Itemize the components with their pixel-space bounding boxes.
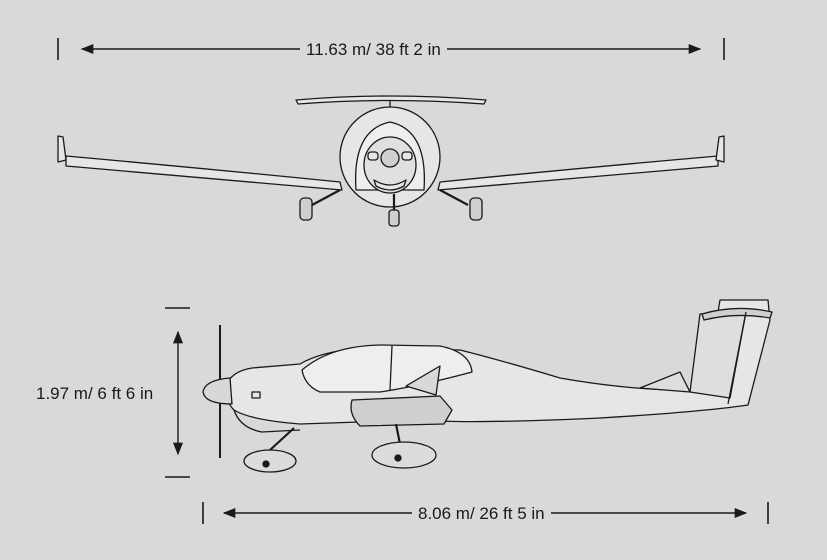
- front-lower-intake: [373, 179, 407, 191]
- front-nose-wheel: [388, 209, 400, 227]
- front-right-gear-leg: [439, 189, 469, 206]
- side-main-gear-leg: [394, 423, 402, 445]
- front-right-winglet: [715, 135, 725, 163]
- side-nose-wheel-fairing: [243, 449, 297, 473]
- front-right-wing: [437, 155, 719, 191]
- side-cowling-vent: [251, 391, 261, 399]
- side-nose-wheel-hub: [262, 460, 270, 468]
- side-rudder-line: [727, 311, 747, 405]
- side-horizontal-tail: [701, 307, 773, 321]
- front-air-intake-right: [401, 151, 413, 161]
- side-cowling-lower: [233, 409, 301, 433]
- front-view: [57, 95, 725, 227]
- front-air-intake-left: [367, 151, 379, 161]
- side-wing: [350, 395, 453, 427]
- side-wing-strake: [405, 365, 441, 396]
- height-label: 1.97 m/ 6 ft 6 in: [34, 384, 156, 404]
- side-canopy-frame: [389, 345, 393, 391]
- side-nose-gear-leg: [269, 427, 295, 451]
- side-main-wheel-fairing: [371, 441, 437, 469]
- front-left-gear-leg: [311, 189, 341, 206]
- front-left-winglet: [57, 135, 67, 163]
- front-horizontal-stabilizer: [295, 95, 487, 105]
- height-dimension: [165, 307, 190, 478]
- front-right-wheel: [469, 197, 483, 221]
- length-label: 8.06 m/ 26 ft 5 in: [412, 504, 551, 524]
- side-spinner: [202, 377, 233, 405]
- front-left-wheel: [299, 197, 313, 221]
- front-left-wing: [65, 155, 343, 191]
- front-spinner: [380, 148, 400, 168]
- side-main-wheel-hub: [394, 454, 402, 462]
- side-fuselage: [224, 299, 771, 425]
- side-view: [202, 299, 773, 473]
- wingspan-label: 11.63 m/ 38 ft 2 in: [300, 40, 447, 60]
- side-tail-strake: [639, 371, 691, 393]
